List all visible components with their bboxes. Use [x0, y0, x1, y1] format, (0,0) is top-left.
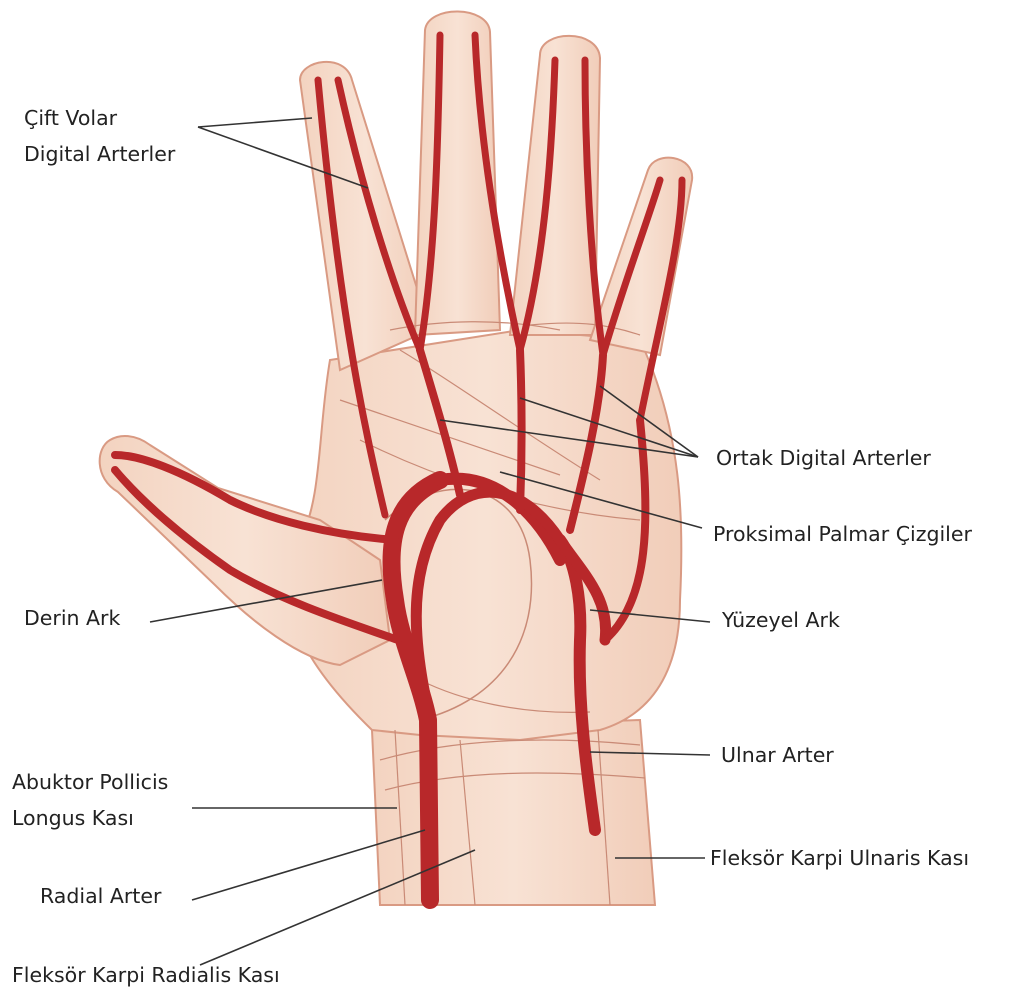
- leader-cift-volar-a: [198, 118, 312, 127]
- wrist-forearm: [372, 720, 655, 905]
- common-digital-2: [520, 350, 522, 510]
- label-cift-volar-line2: Digital Arterler: [24, 136, 175, 172]
- label-abuktor-line2: Longus Kası: [12, 800, 134, 836]
- label-ulnar-arter: Ulnar Arter: [721, 737, 834, 773]
- label-proksimal-palmar-cizgiler: Proksimal Palmar Çizgiler: [713, 516, 972, 552]
- label-cift-volar-line1: Çift Volar: [24, 100, 117, 136]
- label-ortak-digital-arterler: Ortak Digital Arterler: [716, 440, 931, 476]
- label-radial-arter: Radial Arter: [40, 878, 161, 914]
- label-fleksor-karpi-ulnaris: Fleksör Karpi Ulnaris Kası: [710, 840, 969, 876]
- label-derin-ark: Derin Ark: [24, 600, 120, 636]
- label-abuktor-line1: Abuktor Pollicis: [12, 764, 168, 800]
- label-yuzeyel-ark: Yüzeyel Ark: [722, 602, 840, 638]
- label-fleksor-karpi-radialis: Fleksör Karpi Radialis Kası: [12, 957, 280, 993]
